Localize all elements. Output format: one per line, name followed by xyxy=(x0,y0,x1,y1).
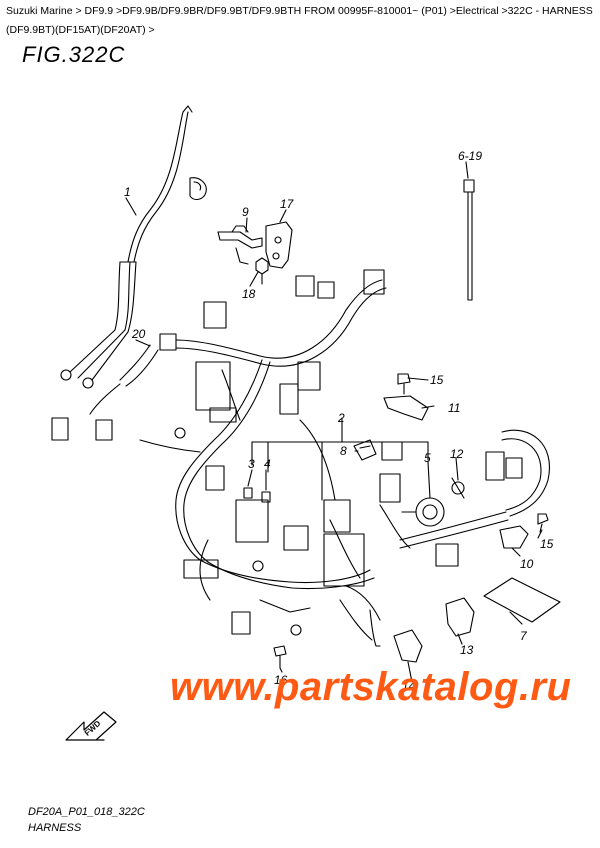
callout-18: 18 xyxy=(242,287,256,301)
figure-caption: HARNESS xyxy=(28,822,82,834)
fwd-arrow-icon: FWD xyxy=(65,711,117,741)
callout-17: 17 xyxy=(280,197,295,211)
part-6-19-cable-tie xyxy=(463,179,475,301)
part-8-grommet xyxy=(353,439,377,461)
callout-20: 20 xyxy=(131,327,146,341)
callout-2: 2 xyxy=(337,411,345,425)
part-4-fuse xyxy=(261,491,271,503)
callout-5: 5 xyxy=(424,451,431,465)
part-2-main-harness xyxy=(139,269,459,647)
part-20-sub-harness xyxy=(51,333,177,441)
callout-15b: 15 xyxy=(540,537,554,551)
callout-3: 3 xyxy=(248,457,255,471)
part-2-group-bracket xyxy=(251,423,429,501)
part-10-clamp xyxy=(499,525,529,549)
callout-9: 9 xyxy=(242,205,249,219)
callout-11: 11 xyxy=(448,401,460,415)
callout-12: 12 xyxy=(450,447,464,461)
part-5-component xyxy=(401,497,445,527)
part-15a-bolt xyxy=(397,373,411,395)
callout-16: 16 xyxy=(274,673,288,687)
part-3-fuse xyxy=(243,487,253,499)
part-13-clip xyxy=(445,597,475,637)
right-harness-loop xyxy=(399,429,550,549)
callout-labels: 1 2 3 4 5 6-19 7 8 9 10 11 12 13 14 15 1… xyxy=(124,149,554,693)
part-17-bracket xyxy=(265,221,293,269)
callout-7: 7 xyxy=(520,629,528,643)
breadcrumb: Suzuki Marine > DF9.9 >DF9.9B/DF9.9BR/DF… xyxy=(6,5,593,36)
part-14-clip xyxy=(393,629,423,663)
part-7-sheet xyxy=(483,577,561,623)
callout-14: 14 xyxy=(402,679,416,693)
part-15b-bolt xyxy=(537,513,549,533)
relay xyxy=(381,441,403,461)
callout-4: 4 xyxy=(264,457,271,471)
figure-title: FIG.322C xyxy=(22,42,126,67)
part-16-screw xyxy=(273,645,287,669)
part-12-clip xyxy=(451,477,465,499)
callout-10: 10 xyxy=(520,557,534,571)
callout-15a: 15 xyxy=(430,373,444,387)
part-1-battery-cable xyxy=(60,105,207,389)
callout-8: 8 xyxy=(340,444,347,458)
callout-1: 1 xyxy=(124,185,131,199)
leader-lines xyxy=(125,161,543,683)
part-18-bolt xyxy=(255,257,269,285)
figure-code: DF20A_P01_018_322C xyxy=(28,806,145,818)
callout-13: 13 xyxy=(460,643,474,657)
callout-6-19: 6-19 xyxy=(458,149,482,163)
part-9-bracket xyxy=(217,225,263,265)
part-11-clamp xyxy=(383,395,429,421)
watermark: www.partskatalog.ru xyxy=(170,665,572,709)
